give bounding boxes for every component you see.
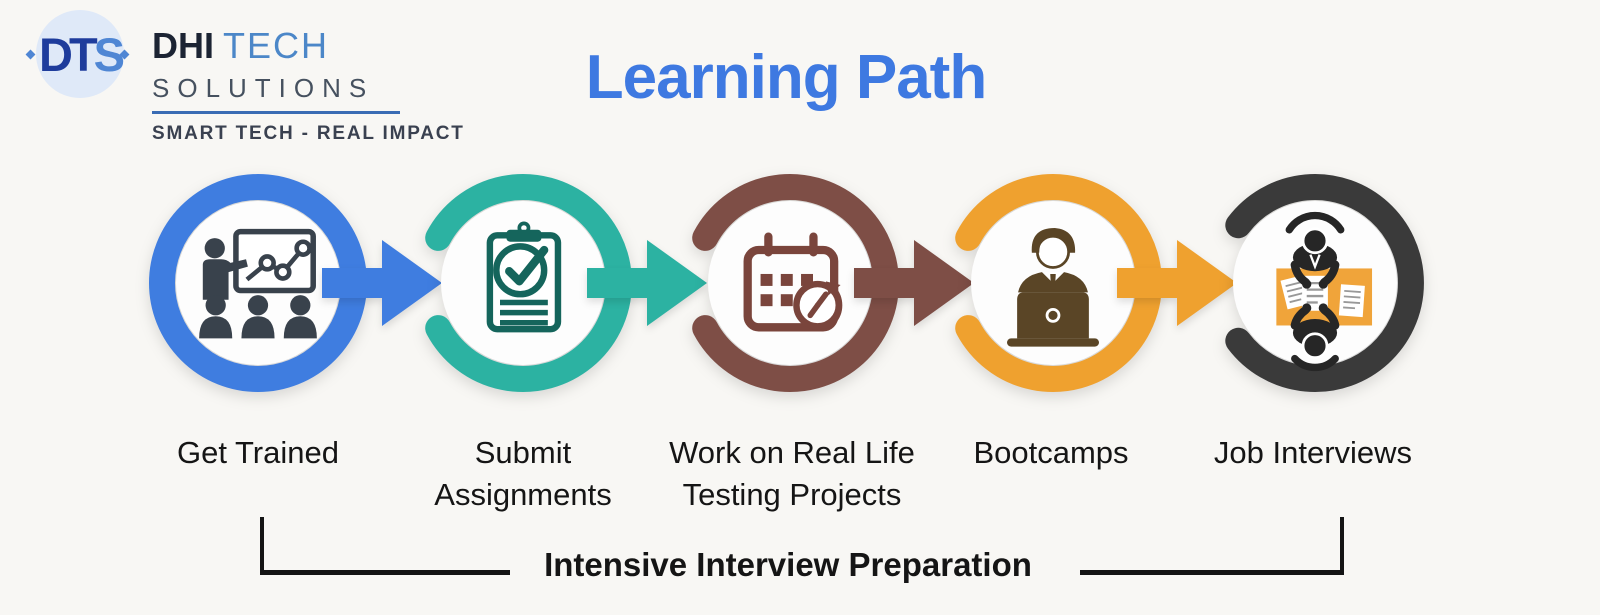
interview-table-icon	[1276, 211, 1373, 372]
person-laptop-icon	[1007, 227, 1099, 347]
label-line: Job Interviews	[1213, 435, 1413, 470]
presentation-training-icon	[199, 228, 317, 339]
bracket-horizontal-left	[260, 570, 510, 575]
flow-arrow-icon	[322, 240, 442, 326]
label-line: Get Trained	[177, 435, 339, 470]
step-circle-get-trained	[148, 173, 442, 393]
dts-monogram: DTS	[38, 27, 125, 81]
bracket-horizontal-right	[1080, 570, 1344, 575]
label-line: Work on Real Life	[669, 435, 915, 470]
step-ring-dark	[1225, 174, 1424, 392]
step-circle-bootcamps	[943, 173, 1237, 393]
calendar-clock-icon	[743, 232, 843, 332]
flow-arrow-icon	[1117, 240, 1237, 326]
ring-arc	[1225, 174, 1424, 392]
step-circle-job-interviews	[1205, 173, 1425, 393]
label-line: Assignments	[434, 476, 612, 512]
clipboard-check-icon	[486, 221, 562, 333]
step-ring-orange	[955, 174, 1162, 392]
bracket-label: Intensive Interview Preparation	[544, 546, 1032, 583]
brand-name-line2: SOLUTIONS	[152, 73, 375, 103]
label-line: Submit	[474, 435, 572, 470]
step-label-get-trained: Get Trained	[88, 432, 428, 474]
flow-arrow-icon	[587, 240, 707, 326]
flow-arrow-icon	[854, 240, 974, 326]
bracket-vertical-left	[260, 517, 264, 574]
monogram-letter-t: T	[68, 27, 98, 81]
label-line: Bootcamps	[973, 435, 1129, 470]
dts-logo: DTS	[36, 10, 125, 98]
monogram-letter-s: S	[93, 27, 125, 81]
label-line: Testing Projects	[682, 476, 902, 512]
monogram-letter-d: D	[38, 27, 73, 81]
page-title: Learning Path	[585, 43, 987, 112]
step-label-bootcamps: Bootcamps	[881, 432, 1221, 474]
brand-name-secondary: TECH	[223, 25, 329, 66]
brand-tagline: SMART TECH - REAL IMPACT	[152, 123, 465, 144]
step-circle-real-life-projects	[680, 173, 974, 393]
brand-name-primary: DHI	[152, 25, 214, 66]
step-label-job-interviews: Job Interviews	[1143, 432, 1483, 474]
logo-diamond-left	[25, 49, 36, 60]
step-ring-teal	[425, 174, 632, 392]
brand-underline	[152, 111, 400, 114]
bracket-vertical-right	[1340, 517, 1344, 574]
step-circle-submit-assignments	[413, 173, 707, 393]
